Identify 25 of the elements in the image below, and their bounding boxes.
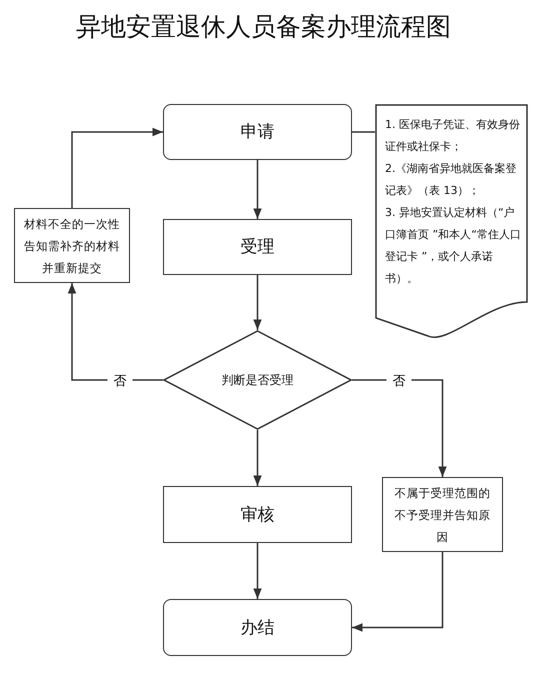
decision-diamond (163, 330, 352, 430)
list-item: 3. 异地安置认定材料（“户口簿首页 ”和本人“常住人口登记卡 ”，或个人承诺书）。 (385, 205, 522, 287)
node-label: 申请 (240, 122, 276, 142)
arrow (253, 543, 262, 599)
arrow (71, 128, 163, 208)
arrow (253, 275, 262, 330)
node-label: 不属于受理范围的不予受理并告知原因 (394, 484, 492, 546)
process-box (163, 219, 352, 275)
process-box (382, 477, 503, 552)
document-shape (375, 104, 528, 340)
list-item: 2.《湖南省异地就医备案登记表》（表 13）； (385, 161, 518, 199)
node-label: 办结 (240, 618, 276, 638)
node-label: 判断是否受理 (220, 372, 294, 389)
arrow (352, 552, 444, 632)
title: 异地安置退休人员备案办理流程图 (76, 11, 451, 43)
end-box (163, 599, 352, 656)
node-label: 受理 (240, 237, 276, 257)
node-label: 材料不全的一次性告知需补齐的材料并重新提交 (23, 216, 121, 276)
node-label: 审核 (240, 504, 276, 524)
start-box (163, 104, 352, 160)
process-box (163, 486, 352, 543)
arrow (253, 430, 262, 486)
process-box (14, 208, 130, 283)
list-item: 1. 医保电子凭证、有效身份证件或社保卡； (385, 117, 521, 155)
arrow (253, 160, 262, 219)
